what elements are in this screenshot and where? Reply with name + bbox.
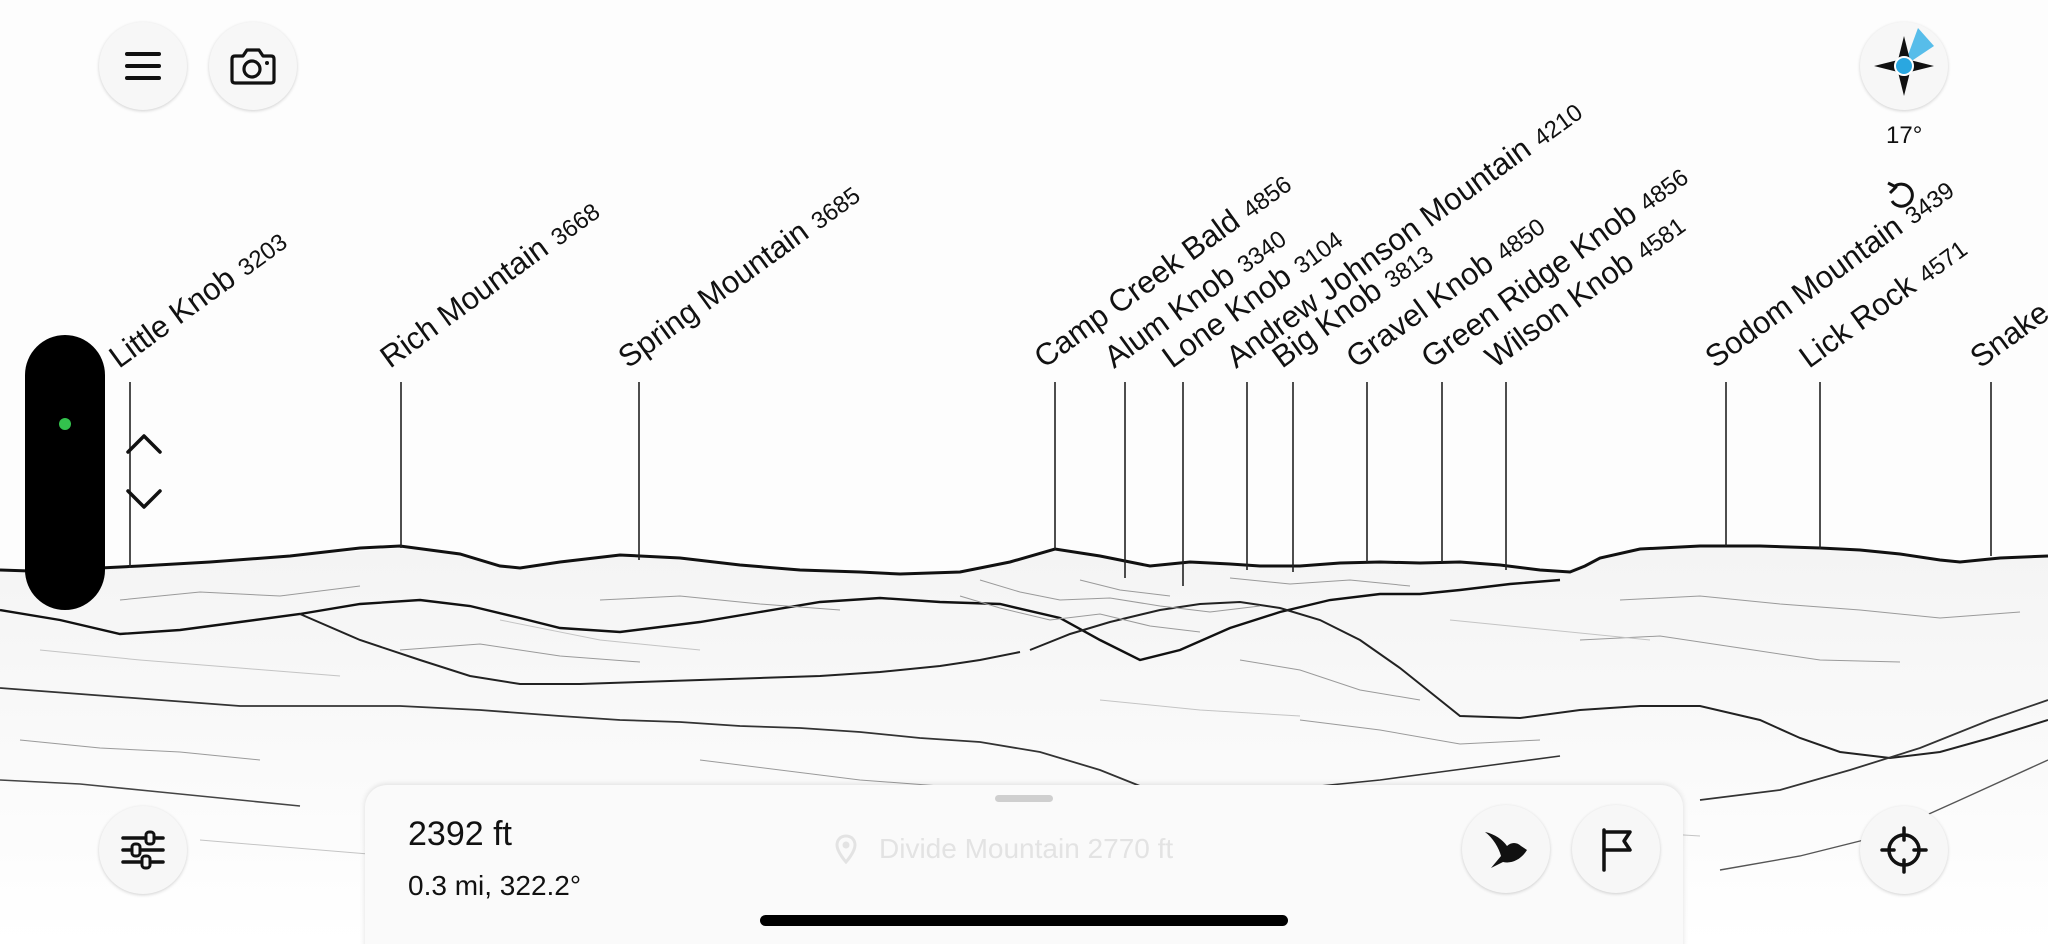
flag-icon — [1602, 828, 1632, 872]
location-row[interactable]: Divide Mountain 2770 ft — [835, 833, 1173, 865]
panel-grabber[interactable] — [995, 795, 1053, 802]
locate-button[interactable] — [1860, 806, 1948, 894]
zoom-slider[interactable] — [25, 335, 105, 610]
elevation-value: 2392 ft — [408, 815, 512, 853]
bird-view-button[interactable] — [1462, 805, 1550, 893]
location-pin-icon — [835, 834, 857, 864]
camera-button[interactable] — [209, 22, 297, 110]
rotate-icon[interactable] — [1884, 177, 1918, 211]
location-label: Divide Mountain 2770 ft — [879, 833, 1174, 864]
chevron-down-icon[interactable] — [124, 487, 164, 513]
flag-button[interactable] — [1572, 805, 1660, 893]
compass-rose-icon — [1874, 28, 1934, 96]
compass-button[interactable] — [1860, 22, 1948, 110]
zoom-indicator — [59, 418, 71, 430]
settings-button[interactable] — [99, 806, 187, 894]
home-indicator[interactable] — [760, 915, 1288, 926]
bird-icon — [1485, 832, 1527, 868]
menu-button[interactable] — [99, 22, 187, 110]
hamburger-menu-icon — [125, 52, 161, 80]
crosshair-icon — [1880, 826, 1928, 874]
camera-icon — [230, 48, 276, 85]
chevron-up-icon[interactable] — [124, 430, 164, 456]
compass-heading-label: 17° — [1886, 122, 1923, 149]
sliders-icon — [121, 830, 165, 870]
distance-bearing-value: 0.3 mi, 322.2° — [408, 870, 582, 901]
